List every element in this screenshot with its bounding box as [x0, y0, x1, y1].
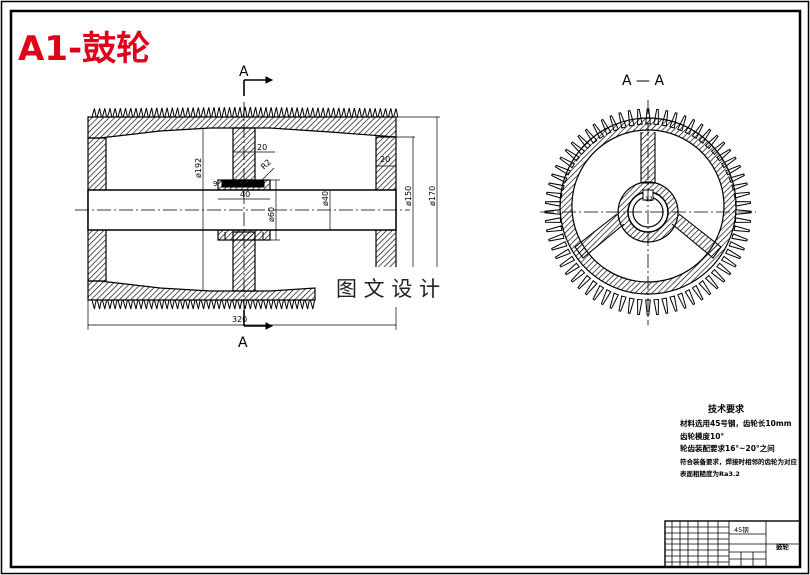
section-label-top: A	[239, 64, 249, 80]
tech-req-line: 轮齿装配要求16°~20°之间	[680, 443, 775, 453]
dim-d170: ø170	[428, 186, 437, 206]
tech-req-heading: 技术要求	[708, 403, 745, 415]
gear-teeth-ring	[544, 108, 752, 316]
teeth-bottom	[91, 299, 316, 310]
inner-border	[9, 9, 802, 569]
dim-key-12: 12	[645, 196, 653, 203]
watermark: 图 文 设 计	[336, 277, 440, 301]
dim-d60: ø60	[267, 207, 276, 222]
tech-req-line: 齿轮模度10°	[680, 431, 724, 441]
keyway	[221, 180, 265, 188]
teeth-top	[91, 106, 399, 118]
section-label-bottom: A	[238, 335, 248, 351]
dim-w40: 40	[240, 190, 250, 199]
bottom-rim	[87, 280, 316, 301]
front-section-view	[75, 76, 440, 330]
dim-d40: ø40	[321, 191, 330, 206]
section-view-label: A — A	[622, 73, 664, 89]
title-block-material: 45钢	[734, 526, 749, 534]
tech-req-line: 表面粗糙度为Ra3.2	[679, 469, 740, 478]
title-block	[664, 520, 801, 568]
dim-r2: R2	[259, 158, 273, 172]
gear-rim	[559, 117, 737, 295]
tech-req-line: 符合装备要求，焊接时相邻的齿轮为对应	[680, 457, 798, 466]
dim-d150: ø150	[404, 186, 413, 206]
title-block-name: 鼓轮	[776, 542, 790, 551]
spoke-left	[574, 213, 625, 259]
spoke-right	[671, 213, 722, 259]
tech-req-line: 材料选用45号钢，齿轮长10mm	[680, 418, 792, 428]
section-arrow-bottom	[243, 310, 266, 327]
dim-w20-top: 20	[257, 143, 267, 152]
dim-d192: ø192	[194, 158, 203, 178]
section-aa-view	[540, 100, 756, 325]
dim-n9: 9	[213, 180, 217, 188]
tech-req-lines: 材料选用45号钢，齿轮长10mm 齿轮模度10° 轮齿装配要求16°~20°之间…	[679, 418, 798, 478]
section-arrow-top	[243, 79, 266, 96]
dim-len320: 320	[232, 315, 247, 324]
dim-w20-right: 20	[380, 155, 390, 164]
drawing-title: A1-鼓轮	[18, 29, 150, 69]
